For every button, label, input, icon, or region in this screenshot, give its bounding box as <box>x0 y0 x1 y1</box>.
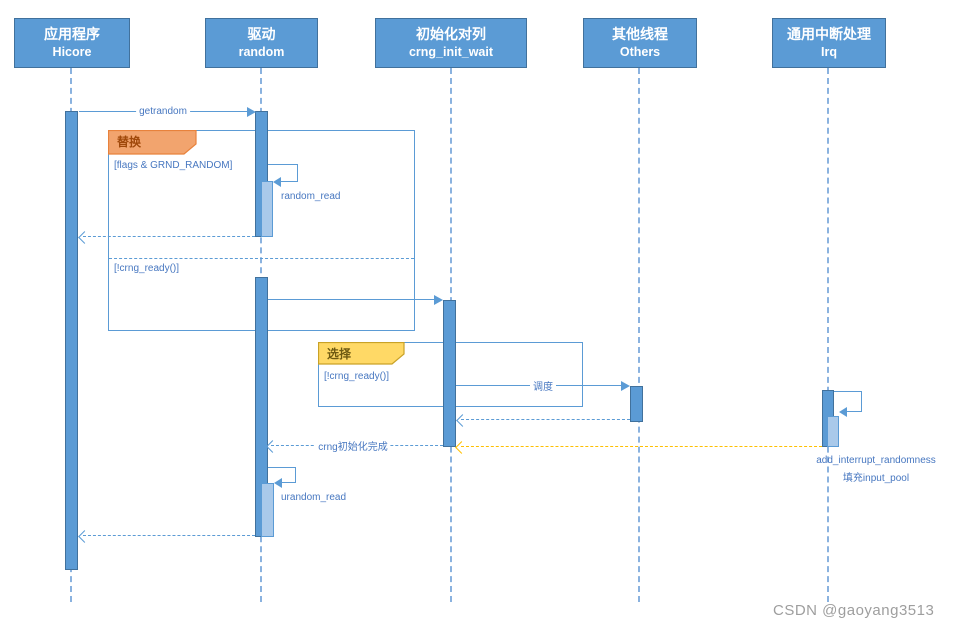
message-urandom-read-label: urandom_read <box>281 492 347 503</box>
selfcall-urandom-read-bottom <box>282 482 296 483</box>
actor-label-zh: 通用中断处理 <box>787 26 871 43</box>
actor-box-hicore: 应用程序 Hicore <box>14 18 130 68</box>
arrowhead-urandom-read-icon <box>274 478 282 488</box>
frame-alt-operator: 替换 <box>117 135 142 149</box>
message-crng-init-done-label: crng初始化完成 <box>315 437 391 453</box>
arrowhead-schedule-icon <box>621 381 630 391</box>
actor-label-en: random <box>238 45 285 59</box>
irq-note-line2: 填充input_pool <box>842 473 910 484</box>
arrowhead-random-read-icon <box>273 177 281 187</box>
arrowhead-getrandom-icon <box>247 107 256 117</box>
activation-crng-init-wait <box>443 300 456 447</box>
actor-label-en: crng_init_wait <box>408 45 494 59</box>
irq-note-line1: add_interrupt_randomness <box>816 455 936 466</box>
selfcall-random-read-side <box>297 164 298 182</box>
selfcall-irq-bottom <box>847 411 861 412</box>
actor-box-crng-init-wait: 初始化对列 crng_init_wait <box>375 18 527 68</box>
return-others-line <box>461 419 630 420</box>
actor-label-zh: 初始化对列 <box>416 26 486 43</box>
actor-box-random: 驱动 random <box>205 18 318 68</box>
actor-box-irq: 通用中断处理 Irq <box>772 18 886 68</box>
selfcall-irq-side <box>861 391 862 412</box>
open-arrowhead-irq-notify-icon <box>455 441 468 454</box>
frame-opt-guard-1: [!crng_ready()] <box>324 371 390 382</box>
return-random-to-hicore-line <box>83 236 255 237</box>
arrowhead-wait-call-icon <box>434 295 443 305</box>
frame-alt-divider <box>109 258 414 259</box>
arrowhead-irq-self-icon <box>839 407 847 417</box>
activation-random-read-nested <box>261 181 273 237</box>
open-arrowhead-return2-icon <box>456 414 469 427</box>
selfcall-urandom-read-side <box>295 467 296 483</box>
open-arrowhead-init-done-icon <box>266 440 279 453</box>
alt-pentagon-icon <box>108 130 197 155</box>
actor-label-en: Others <box>619 45 661 59</box>
selfcall-random-read-bottom <box>281 181 298 182</box>
actor-label-en: Hicore <box>52 45 92 59</box>
message-wait-call-line <box>268 299 434 300</box>
watermark: CSDN @gaoyang3513 <box>773 602 935 619</box>
lifeline-others <box>638 68 640 602</box>
activation-urandom-read-nested <box>261 483 274 537</box>
actor-label-zh: 应用程序 <box>44 26 100 43</box>
message-irq-notify-line <box>461 446 822 447</box>
open-arrowhead-return1-icon <box>78 231 91 244</box>
frame-alt-guard-1: [flags & GRND_RANDOM] <box>114 160 233 171</box>
selfcall-irq-top <box>834 391 862 392</box>
lifeline-irq <box>827 68 829 602</box>
message-schedule-label: 调度 <box>530 377 556 393</box>
actor-label-zh: 其他线程 <box>612 26 668 43</box>
frame-alt-label: 替换 <box>108 130 197 155</box>
return-urandom-line <box>83 535 255 536</box>
opt-pentagon-icon <box>318 342 405 365</box>
actor-label-en: Irq <box>821 45 837 59</box>
activation-irq-nested <box>827 416 839 447</box>
message-getrandom-label: getrandom <box>136 105 190 117</box>
selfcall-random-read-top <box>268 164 298 165</box>
frame-alt-guard-2: [!crng_ready()] <box>114 263 180 274</box>
message-random-read-label: random_read <box>281 191 341 202</box>
frame-opt-label: 选择 <box>318 342 405 365</box>
actor-box-others: 其他线程 Others <box>583 18 697 68</box>
frame-opt-operator: 选择 <box>327 347 352 361</box>
open-arrowhead-return3-icon <box>78 530 91 543</box>
activation-hicore <box>65 111 78 570</box>
actor-label-zh: 驱动 <box>247 26 276 43</box>
activation-others <box>630 386 643 422</box>
selfcall-urandom-read-top <box>268 467 296 468</box>
